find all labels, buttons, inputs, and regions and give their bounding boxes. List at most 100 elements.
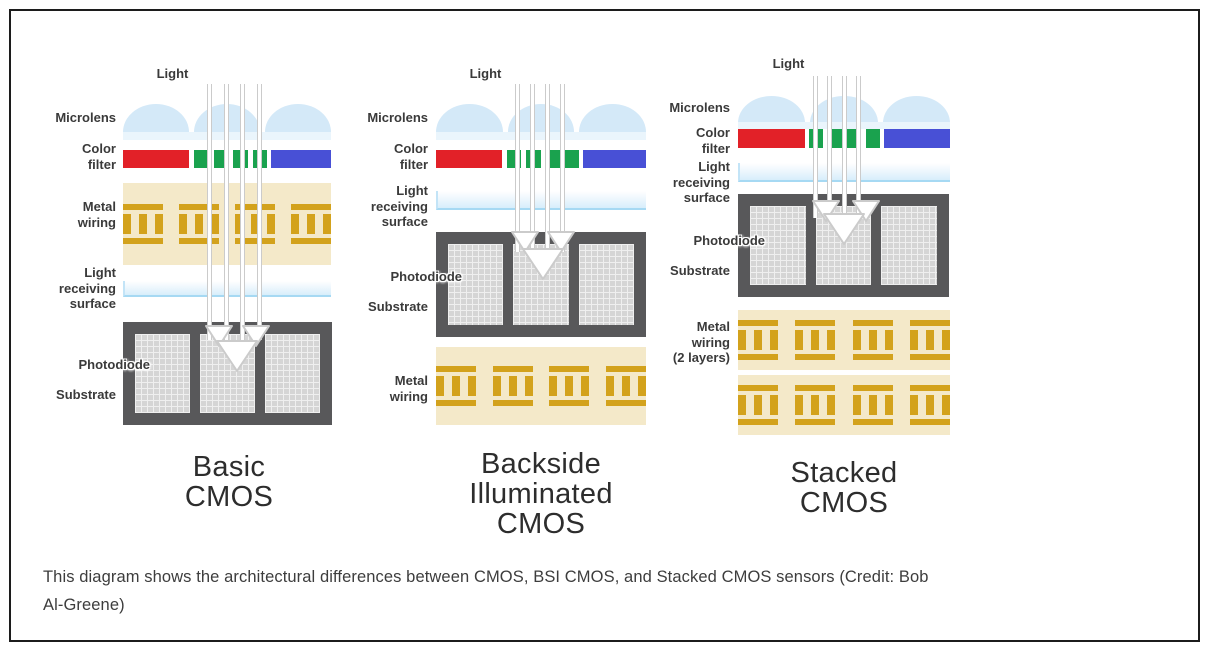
wiring-bar bbox=[123, 238, 163, 244]
wiring-unit bbox=[492, 366, 533, 406]
wiring-via bbox=[581, 376, 590, 396]
wiring-via bbox=[637, 376, 646, 396]
light-arrowhead bbox=[216, 340, 258, 372]
column-title-bsi-cmos: Backside Illuminated CMOS bbox=[469, 448, 613, 540]
wiring-via bbox=[621, 376, 630, 396]
wiring-via bbox=[795, 330, 804, 350]
photodiode-cell bbox=[881, 206, 938, 285]
wiring-via bbox=[827, 330, 836, 350]
wiring-unit bbox=[235, 204, 275, 244]
wiring-vias bbox=[852, 395, 893, 415]
wiring-bar bbox=[795, 419, 836, 425]
microlens-base bbox=[436, 132, 646, 140]
wiring-vias bbox=[605, 376, 646, 396]
wiring-via bbox=[139, 214, 147, 234]
color-filter-label: Color filter bbox=[394, 141, 428, 172]
color-filter-red bbox=[436, 150, 502, 168]
green-filter-segment bbox=[866, 129, 880, 148]
color-filter-label: Color filter bbox=[82, 141, 116, 172]
microlens-label: Microlens bbox=[55, 110, 116, 125]
wiring-via bbox=[211, 214, 219, 234]
light-ray bbox=[855, 76, 861, 218]
wiring-via bbox=[235, 214, 243, 234]
wiring-unit bbox=[738, 385, 778, 425]
light-label: Light bbox=[772, 56, 805, 71]
wiring-bar bbox=[605, 366, 646, 372]
wiring-vias bbox=[738, 330, 778, 350]
light-ray bbox=[813, 76, 818, 218]
wiring-via bbox=[852, 395, 861, 415]
metal-wiring-layer bbox=[436, 347, 646, 425]
wiring-bar bbox=[235, 238, 275, 244]
wiring-bar bbox=[291, 238, 331, 244]
wiring-bar bbox=[795, 320, 836, 326]
page-border bbox=[9, 9, 1200, 642]
wiring-via bbox=[291, 214, 299, 234]
wiring-vias bbox=[795, 330, 836, 350]
wiring-bar bbox=[605, 400, 646, 406]
wiring-bar bbox=[179, 238, 219, 244]
wiring-via bbox=[811, 330, 820, 350]
wiring-bar bbox=[852, 320, 893, 326]
microlens-dome bbox=[882, 96, 950, 123]
wiring-vias bbox=[436, 376, 476, 396]
wiring-bar bbox=[436, 400, 476, 406]
wiring-bar bbox=[436, 366, 476, 372]
light-arrowhead bbox=[511, 231, 539, 253]
light-arrowhead bbox=[823, 213, 865, 245]
wiring-unit bbox=[179, 204, 219, 244]
wiring-vias bbox=[179, 214, 219, 234]
light-arrowhead bbox=[522, 248, 564, 280]
wiring-unit bbox=[795, 320, 836, 360]
wiring-bar bbox=[291, 204, 331, 210]
wiring-via bbox=[770, 395, 778, 415]
wiring-unit bbox=[605, 366, 646, 406]
wiring-unit bbox=[436, 366, 476, 406]
light-ray bbox=[545, 84, 550, 252]
wiring-via bbox=[123, 214, 131, 234]
photodiode-cell bbox=[135, 334, 190, 413]
wiring-vias bbox=[549, 376, 590, 396]
wiring-vias bbox=[795, 395, 836, 415]
light-arrowhead bbox=[547, 231, 575, 253]
wiring-via bbox=[524, 376, 533, 396]
wiring-unit bbox=[795, 385, 836, 425]
wiring-via bbox=[941, 330, 950, 350]
wiring-bar bbox=[852, 419, 893, 425]
wiring-via bbox=[251, 214, 259, 234]
light-ray bbox=[827, 76, 833, 218]
wiring-bar bbox=[123, 204, 163, 210]
figure-caption: This diagram shows the architectural dif… bbox=[43, 568, 929, 614]
wiring-via bbox=[452, 376, 460, 396]
wiring-vias bbox=[235, 214, 275, 234]
light-receiving-surface-label: Light receiving surface bbox=[370, 183, 428, 229]
light-ray bbox=[530, 84, 535, 252]
microlens-dome bbox=[436, 104, 503, 132]
metal-wiring-layer-1 bbox=[738, 310, 950, 370]
wiring-vias bbox=[909, 395, 950, 415]
light-receiving-surface-layer bbox=[436, 191, 646, 210]
green-filter-segment bbox=[194, 150, 209, 168]
light-rays bbox=[813, 76, 861, 218]
wiring-via bbox=[323, 214, 331, 234]
light-ray bbox=[240, 84, 246, 340]
wiring-unit bbox=[291, 204, 331, 244]
wiring-via bbox=[795, 395, 804, 415]
wiring-bar bbox=[852, 354, 893, 360]
color-filter-red bbox=[738, 129, 805, 148]
microlens-row bbox=[738, 96, 950, 123]
wiring-via bbox=[770, 330, 778, 350]
wiring-via bbox=[195, 214, 203, 234]
light-receiving-surface-label: Light receiving surface bbox=[672, 159, 730, 205]
color-filter-label: Color filter bbox=[696, 125, 730, 156]
substrate-label: Substrate bbox=[56, 387, 116, 402]
green-filter-segment bbox=[564, 150, 579, 168]
wiring-vias bbox=[852, 330, 893, 350]
wiring-vias bbox=[123, 214, 163, 234]
light-label: Light bbox=[469, 66, 502, 81]
wiring-bar bbox=[795, 385, 836, 391]
wiring-bar bbox=[492, 366, 533, 372]
wiring-unit bbox=[852, 385, 893, 425]
light-ray bbox=[223, 84, 229, 340]
